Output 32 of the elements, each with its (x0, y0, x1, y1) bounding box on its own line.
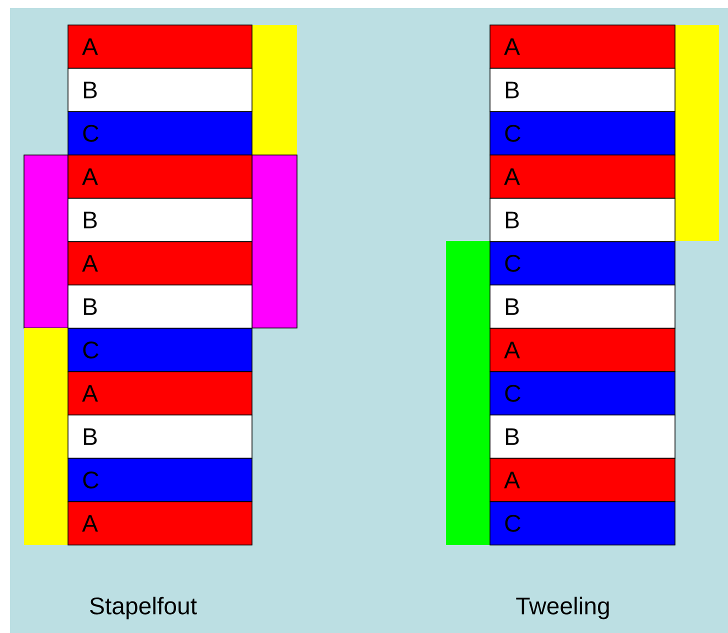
layer-box: A (68, 154, 252, 199)
layer-box: C (490, 111, 676, 156)
layer-box: C (490, 241, 676, 286)
side-bar (446, 241, 490, 545)
layer-box: A (68, 371, 252, 416)
layer-box: A (490, 328, 676, 372)
layer-box: B (68, 284, 252, 329)
caption: Stapelfout (90, 596, 197, 620)
layer-box: B (68, 414, 252, 459)
layer-box: B (490, 68, 676, 112)
layer-box: A (490, 24, 676, 69)
layer-box: B (490, 284, 676, 329)
layer-box: B (490, 414, 676, 459)
side-bar (24, 154, 68, 328)
layer-box: C (68, 458, 252, 502)
layer-box: A (490, 458, 676, 502)
layer-box: C (490, 501, 676, 546)
layer-box: B (68, 68, 252, 112)
layer-box: A (490, 154, 676, 199)
side-bar (675, 25, 719, 241)
layer-box: C (68, 328, 252, 372)
side-bar (24, 328, 68, 545)
layer-box: A (68, 24, 252, 69)
side-bar (252, 25, 297, 155)
caption: Tweeling (516, 596, 609, 620)
layer-box: A (68, 241, 252, 286)
layer-box: B (68, 198, 252, 242)
layer-box: B (490, 198, 676, 242)
layer-box: C (68, 111, 252, 156)
side-bar (252, 154, 298, 328)
layer-box: A (68, 501, 252, 546)
layer-box: C (490, 371, 676, 416)
